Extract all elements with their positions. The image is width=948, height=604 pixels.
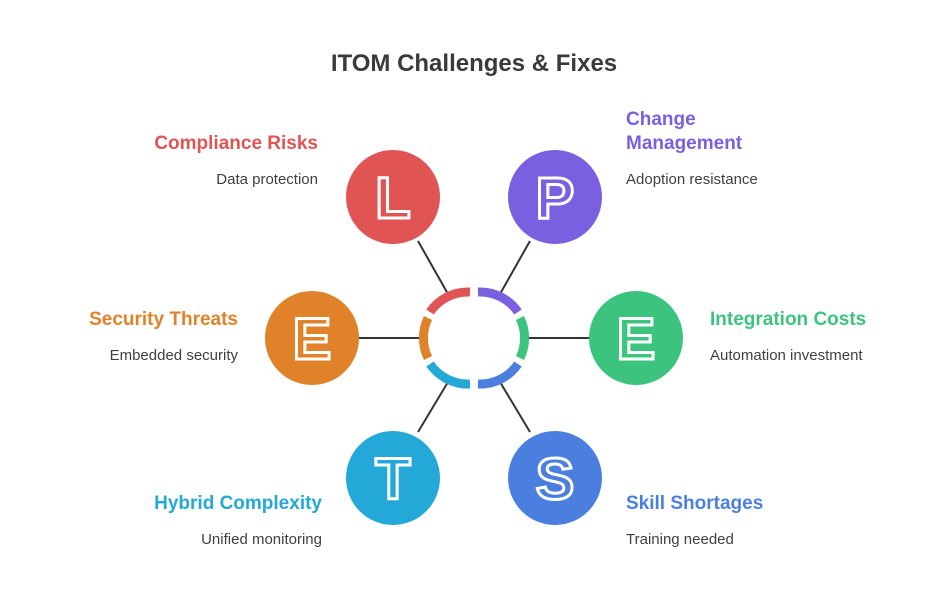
connector-line (499, 240, 531, 295)
diagram-title: ITOM Challenges & Fixes (330, 50, 618, 77)
node-circle (508, 431, 602, 525)
node-circle (265, 291, 359, 385)
letter-s-icon: S (536, 447, 575, 512)
node-desc-hybrid-complexity: Unified monitoring (201, 531, 322, 548)
node-circle (508, 150, 602, 244)
node-title-hybrid-complexity: Hybrid Complexity (154, 493, 322, 514)
letter-t-icon: T (375, 447, 410, 512)
node-desc-change-management: Adoption resistance (626, 171, 758, 188)
node-title-integration-costs: Integration Costs (710, 309, 867, 330)
letter-l-icon: L (375, 166, 410, 231)
node-desc-security-threats: Embedded security (109, 347, 238, 364)
node-circle (346, 150, 440, 244)
node-circle (589, 291, 683, 385)
node-circle (346, 431, 440, 525)
node-desc-integration-costs: Automation investment (710, 347, 863, 364)
letter-p-icon: P (536, 166, 575, 231)
letter-e-icon: E (617, 307, 656, 372)
node-title-change-management: Change Management (626, 109, 743, 154)
letter-e-icon: E (293, 307, 332, 372)
connector-line (417, 381, 449, 433)
connector-line (499, 381, 531, 433)
node-desc-compliance-risks: Data protection (216, 171, 318, 188)
node-title-compliance-risks: Compliance Risks (154, 133, 318, 154)
node-title-skill-shortages: Skill Shortages (626, 493, 764, 514)
center-ring (418, 287, 530, 389)
node-title-security-threats: Security Threats (89, 309, 238, 330)
connector-line (417, 240, 449, 295)
node-desc-skill-shortages: Training needed (626, 531, 734, 548)
